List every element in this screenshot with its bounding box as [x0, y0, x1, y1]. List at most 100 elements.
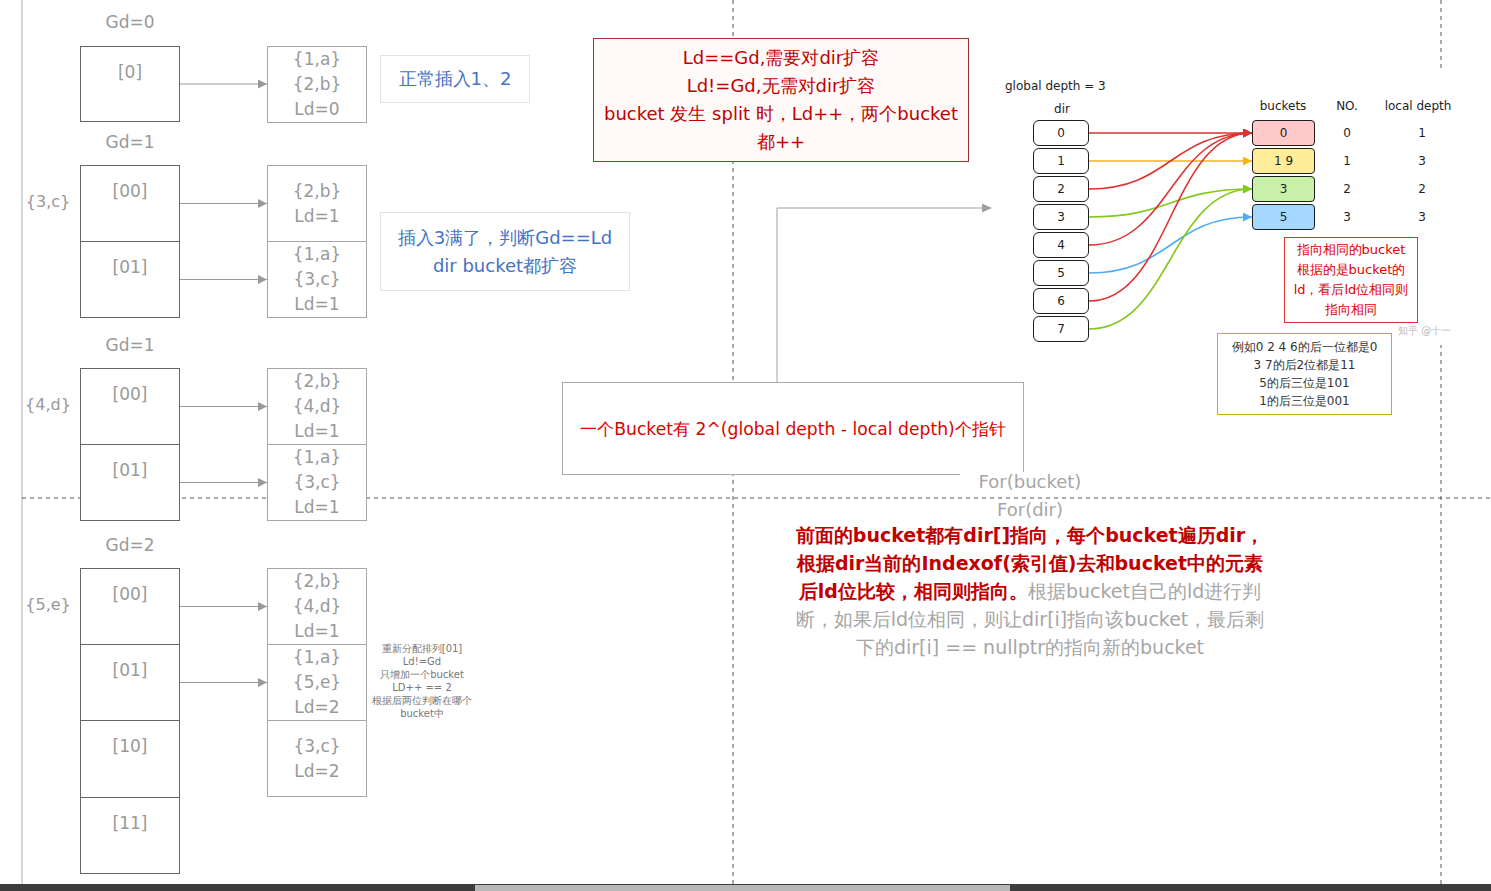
bucket-slot: 5 — [1252, 204, 1315, 230]
node-text: 7 — [1057, 322, 1065, 336]
directory-slot: 3 — [1033, 204, 1089, 230]
node-text: 4 — [1057, 238, 1065, 252]
bucket-number: 1 — [1330, 154, 1364, 168]
global-depth-label: Gd=0 — [80, 12, 180, 32]
node-text: [00] — [113, 181, 148, 201]
node-text: 5 — [1057, 266, 1065, 280]
bucket-box: {1,a}{3,c}Ld=1 — [267, 241, 367, 318]
bucket-slot: 1 9 — [1252, 148, 1315, 174]
node-text: [00] — [113, 384, 148, 404]
left-border — [21, 0, 23, 884]
column-header: local depth — [1376, 99, 1460, 114]
note-line: Ld!=Gd — [362, 655, 482, 668]
bucket-box: {1,a}{3,c}Ld=1 — [267, 444, 367, 521]
column-header: buckets — [1246, 99, 1320, 114]
bucket-number: 3 — [1330, 210, 1364, 224]
connector-arrow — [180, 203, 267, 204]
directory-cell: [00] — [80, 165, 180, 242]
bucket-box: {2,b}{4,d}Ld=1 — [267, 368, 367, 445]
note-line: 只增加一个bucket — [362, 668, 482, 681]
directory-cell: [00] — [80, 568, 180, 645]
local-depth-value: 1 — [1400, 126, 1444, 140]
directory-slot: 7 — [1033, 316, 1089, 342]
node-text: {1,a} — [293, 445, 341, 470]
bucket-box: {1,a}{5,e}Ld=2 — [267, 644, 367, 721]
node-text: {4,d} — [293, 594, 342, 619]
node-text: {5,e} — [293, 670, 341, 695]
explanation-paragraph: 前面的bucket都有dir[]指向，每个bucket遍历dir，根据dir当前… — [790, 521, 1270, 661]
note-box: 插入3满了，判断Gd==Ld dir bucket都扩容 — [380, 212, 630, 291]
node-text: {3,c} — [293, 267, 340, 292]
connector-arrow — [1089, 133, 1252, 301]
global-depth-label: Gd=1 — [80, 335, 180, 355]
node-text: [10] — [113, 736, 148, 756]
node-text: [0] — [118, 62, 142, 82]
node-text: Ld=1 — [294, 619, 339, 644]
node-text: [01] — [113, 460, 148, 480]
directory-slot: 2 — [1033, 176, 1089, 202]
bucket-slot: 3 — [1252, 176, 1315, 202]
directory-cell: [01] — [80, 644, 180, 721]
directory-slot: 0 — [1033, 120, 1089, 146]
directory-cell: [01] — [80, 444, 180, 521]
connector-arrow — [180, 682, 267, 683]
node-text: {1,a} — [293, 242, 341, 267]
scroll-bar — [0, 884, 1491, 891]
bucket-box: {2,b}{4,d}Ld=1 — [267, 568, 367, 645]
connector-arrow — [180, 606, 267, 607]
note-box: 正常插入1、2 — [380, 55, 530, 103]
connector-arrow — [1089, 189, 1252, 329]
node-text: 正常插入1、2 — [399, 65, 512, 93]
scroll-thumb — [475, 885, 1010, 891]
example-box: 例如0 2 4 6的后一位都是03 7的后2位都是115的后三位是1011的后三… — [1217, 333, 1392, 415]
global-depth-label: Gd=2 — [80, 535, 180, 555]
insert-key-label: {3,c} — [25, 192, 71, 211]
node-text: 指向相同的bucket根据的是bucket的ld，看后ld位相同则指向相同 — [1292, 240, 1410, 320]
node-text: {1,a} — [293, 645, 341, 670]
node-text: {4,d} — [293, 394, 342, 419]
connector-arrow — [1089, 133, 1252, 245]
node-text: Ld=0 — [294, 97, 339, 122]
node-text: {3,c} — [293, 470, 340, 495]
connector-arrow — [180, 406, 267, 407]
node-text: 0 — [1280, 126, 1288, 140]
node-text: {2,b} — [293, 179, 342, 204]
node-text: 3 — [1057, 210, 1065, 224]
bucket-box: {2,b}Ld=1 — [267, 165, 367, 242]
node-text: {2,b} — [293, 369, 342, 394]
local-depth-value: 2 — [1400, 182, 1444, 196]
connector-arrow — [180, 482, 267, 483]
node-text: 一个Bucket有 2^(global depth - local depth)… — [580, 417, 1006, 441]
side-note: 重新分配排列[01]Ld!=Gd只增加一个bucketLD++ == 2根据后两… — [362, 642, 482, 720]
node-text: Ld=1 — [294, 292, 339, 317]
leader-line — [777, 208, 982, 382]
node-text: [01] — [113, 660, 148, 680]
connector-arrow — [180, 84, 267, 85]
bucket-box: {1,a}{2,b}Ld=0 — [267, 46, 367, 123]
directory-slot: 5 — [1033, 260, 1089, 286]
node-text: Ld=1 — [294, 204, 339, 229]
node-text: [01] — [113, 257, 148, 277]
loop-label: For(bucket) — [960, 472, 1100, 492]
node-text: 1的后三位是001 — [1259, 392, 1350, 410]
node-text: {3,c} — [293, 734, 340, 759]
column-header: NO. — [1330, 99, 1364, 114]
node-text: 插入3满了，判断Gd==Ld dir bucket都扩容 — [385, 224, 625, 280]
local-depth-value: 3 — [1400, 154, 1444, 168]
node-text: 0 — [1057, 126, 1065, 140]
insert-key-label: {5,e} — [25, 595, 71, 614]
node-text: 1 9 — [1274, 154, 1293, 168]
directory-cell: [10] — [80, 720, 180, 798]
node-text: {2,b} — [293, 569, 342, 594]
node-text: {1,a} — [293, 47, 341, 72]
rule-box: Ld==Gd,需要对dir扩容Ld!=Gd,无需对dir扩容bucket 发生 … — [593, 38, 969, 162]
connector-arrow — [180, 279, 267, 280]
connector-arrow — [1089, 132, 1252, 134]
illustration-title: global depth = 3 — [1005, 79, 1125, 94]
directory-cell: [11] — [80, 797, 180, 874]
illustration-ground — [1000, 70, 1475, 345]
node-text: 3 7的后2位都是11 — [1254, 356, 1356, 374]
node-text: [00] — [113, 584, 148, 604]
node-text: 5 — [1280, 210, 1288, 224]
node-text: 5的后三位是101 — [1259, 374, 1350, 392]
